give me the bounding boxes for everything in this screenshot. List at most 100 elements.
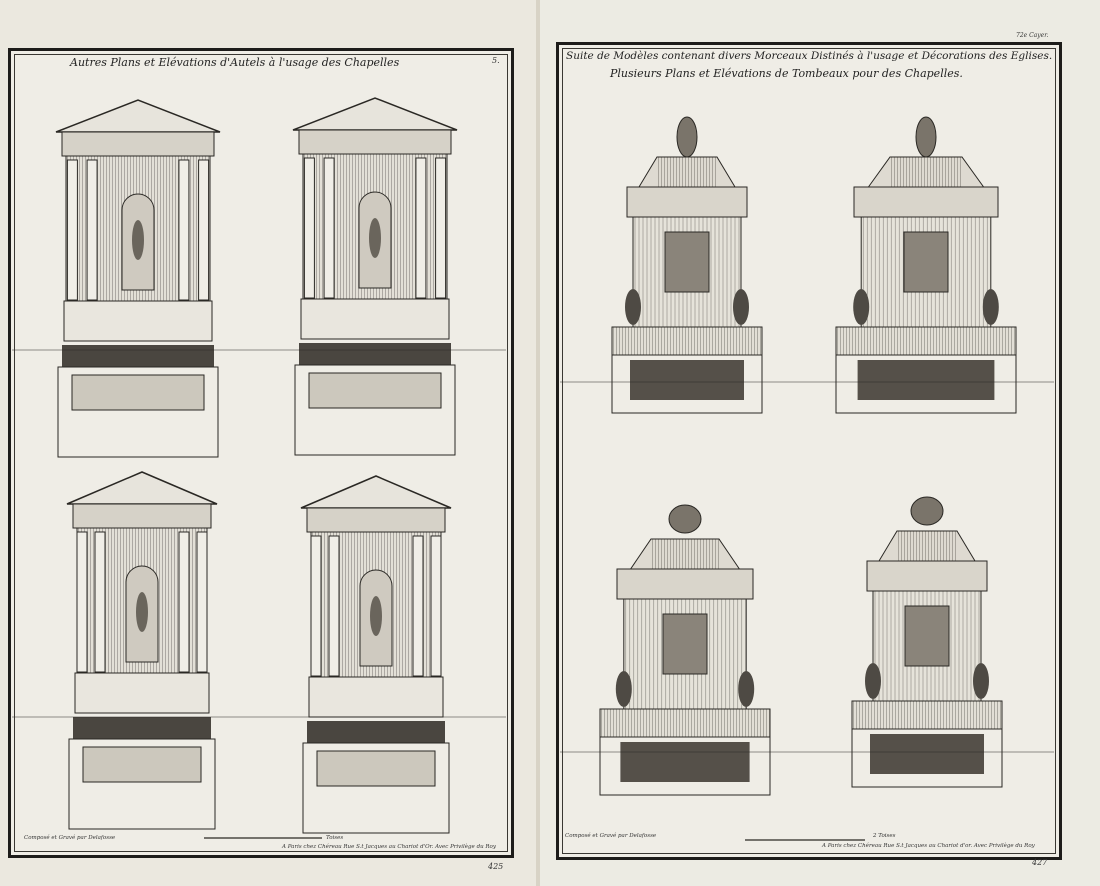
right-title-line2: Plusieurs Plans et Elévations de Tombeau… [610,67,963,80]
urn-or-statue [668,504,702,534]
mourning-figure [625,289,641,325]
mourning-figure [865,663,881,699]
pyramid-top [878,530,976,562]
altar-table [300,298,450,340]
statue [369,218,381,258]
altar-step-section [307,721,445,743]
cornice [616,568,754,600]
mourning-figure [615,671,632,707]
altar-plan [302,742,450,834]
statue [136,592,148,632]
plan-section [870,734,984,774]
tomb-base [611,326,763,356]
altar-table [63,300,213,342]
entablature [72,503,212,529]
column [415,157,427,299]
column [196,531,208,673]
sheet-gutter [536,0,540,886]
statue [132,220,144,260]
tomb-plan [611,354,763,414]
altar-table [308,676,444,718]
urn-or-statue [676,116,698,158]
altar-plan [68,738,216,830]
left-plate-number: 5. [492,56,500,65]
urn-or-statue [915,116,937,158]
column [328,535,340,677]
pediment [292,97,458,131]
altar-elevation [300,475,452,834]
right-publisher: A Paris chez Chéreau Rue S.t Jacques au … [822,843,1035,849]
altar-elevation [66,471,218,830]
column [66,159,78,301]
relief-panel [662,613,708,675]
entablature [61,131,215,157]
altar-plan [294,364,456,456]
entablature [306,507,446,533]
pyramid-top [638,156,736,188]
mourning-figure [733,289,749,325]
pyramid-top [629,538,741,570]
column [303,157,315,299]
right-scale-label: 2 Toises [873,833,896,839]
relief-panel [903,231,949,293]
plan-section [630,360,744,400]
plan-section [857,360,995,400]
tomb-plan [599,736,771,796]
column [435,157,447,299]
tomb-plan [835,354,1017,414]
left-publisher: A Paris chez Chéreau Rue S.t Jacques au … [282,844,496,850]
altar-elevation [292,97,458,456]
left-scale-label: Toises [326,835,344,841]
tomb-base [851,700,1003,730]
column [198,159,210,301]
relief-panel [664,231,710,293]
cornice [853,186,999,218]
tomb-elevation [835,116,1017,414]
altar-step-section [62,345,214,367]
left-page-number: 425 [488,862,504,871]
right-engraver: Composé et Gravé par Delafosse [565,833,657,839]
column [86,159,98,301]
column [310,535,322,677]
tomb-elevation [599,504,771,796]
altar-elevation [55,99,221,458]
right-page-number: 427 [1032,858,1048,867]
altar-step-section [73,717,211,739]
plan-detail [316,750,436,787]
pediment [66,471,218,505]
tomb-base [835,326,1017,356]
cornice [626,186,748,218]
pediment [55,99,221,133]
column [323,157,335,299]
tomb-elevation [851,496,1003,788]
right-title-line1: Suite de Modèles contenant divers Morcea… [566,50,1053,62]
left-title: Autres Plans et Elévations d'Autels à l'… [70,56,400,69]
relief-panel [904,605,950,667]
plan-detail [308,372,442,409]
mourning-figure [853,289,870,325]
tomb-elevation [611,116,763,414]
altar-plan [57,366,219,458]
pediment [300,475,452,509]
altar-table [74,672,210,714]
tomb-plan [851,728,1003,788]
plan-detail [71,374,205,411]
column [76,531,88,673]
left-engraver: Composé et Gravé par Delafosse [24,835,116,841]
column [430,535,442,677]
right-cahier: 72e Cayer. [1016,32,1049,39]
altar-step-section [299,343,451,365]
column [412,535,424,677]
cornice [866,560,988,592]
column [178,159,190,301]
statue [370,596,382,636]
urn-or-statue [910,496,944,526]
mourning-figure [982,289,999,325]
plan-detail [82,746,202,783]
mourning-figure [738,671,755,707]
entablature [298,129,452,155]
plan-section [620,742,750,782]
column [94,531,106,673]
pyramid-top [867,156,985,188]
